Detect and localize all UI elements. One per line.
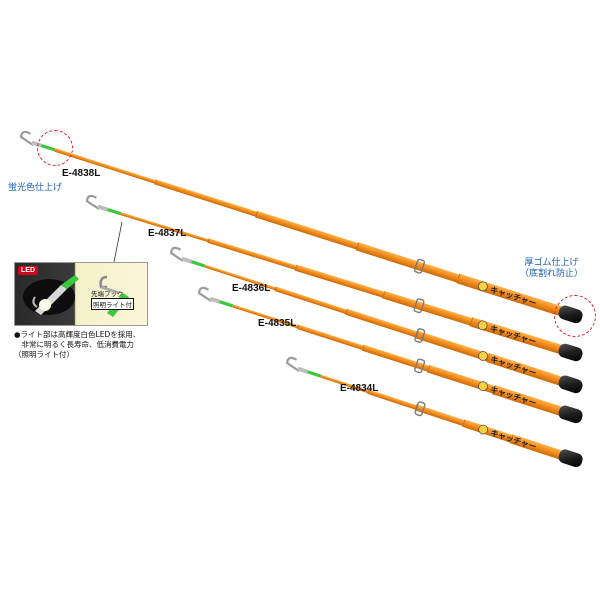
segment-joint [154, 179, 157, 185]
fluorescent-tip [218, 300, 234, 308]
hook-icon [19, 130, 34, 147]
telescopic-pole-e-4835l: キャッチャー [197, 286, 583, 424]
segment-joint [492, 385, 496, 395]
fluorescent-tip-note: 蛍光色仕上げ [8, 183, 63, 193]
pole-segment [120, 212, 210, 243]
rubber-cap-icon [558, 449, 583, 468]
segment-joint [296, 324, 300, 330]
rubber-cap-note: 厚ゴム仕上げ （底割れ防止） [520, 258, 583, 281]
pole-segment [154, 179, 259, 218]
feature-line-3: （照明ライト付） [14, 350, 74, 360]
brand-text: キャッチャー [489, 324, 537, 347]
hook-icon [169, 246, 184, 263]
fluorescent-tip [106, 208, 122, 216]
brand-logo-icon [478, 381, 488, 392]
pole-segment [356, 242, 461, 283]
pole-segment [207, 238, 298, 271]
segment-joint [355, 242, 360, 251]
brand-text: キャッチャー [489, 355, 537, 378]
pole-segment [486, 353, 562, 386]
segment-joint [367, 389, 370, 395]
segment-joint [486, 353, 491, 363]
rubber-cap-icon [558, 343, 583, 362]
hook-icon [197, 286, 212, 303]
brand-text: キャッチャー [489, 385, 537, 408]
feature-line-1: ●ライト部は高輝度白色LEDを採用、 [14, 330, 141, 339]
model-label-e4834l: E-4834L [340, 383, 379, 394]
pole-segment [54, 148, 158, 185]
pole-segment [415, 404, 466, 427]
segment-joint [509, 434, 514, 444]
pole-segment [492, 385, 562, 416]
fluorescent-tip [306, 370, 322, 378]
model-label-e4836l: E-4836L [232, 283, 271, 294]
metal-head [209, 296, 221, 304]
pole-segment [232, 304, 300, 329]
metal-head [97, 204, 109, 212]
segment-joint [415, 330, 419, 339]
segment-joint [345, 308, 348, 315]
pole-segment [416, 331, 491, 362]
lock-clamp [414, 258, 426, 274]
pole-segment [297, 324, 365, 351]
brand-logo-icon [478, 424, 488, 435]
model-label-e4835l: E-4835L [258, 318, 297, 329]
pole-segment [255, 210, 360, 250]
pole-segment [295, 264, 386, 299]
segment-joint [462, 419, 466, 427]
cap-highlight-circle [554, 295, 596, 337]
brand-logo-icon [477, 320, 488, 331]
feature-line-2: 非常に明るく長寿命、低消費電力 [14, 340, 134, 350]
brand-text: キャッチャー [489, 428, 537, 452]
hook-icon [285, 356, 300, 373]
brand-logo-icon [478, 351, 488, 361]
pole-segment [345, 308, 420, 339]
lock-clamp [414, 358, 426, 374]
pole-segment [204, 264, 278, 291]
rubber-cap-note-line2: （底割れ防止） [520, 269, 584, 280]
telescopic-pole-e-4837l: キャッチャー [85, 194, 583, 362]
segment-joint [382, 290, 386, 299]
brand-text: キャッチャー [489, 285, 537, 308]
model-label-e4838l: E-4838L [62, 168, 101, 179]
segment-joint [361, 344, 365, 351]
light-label: 照明ライト付 [91, 298, 134, 310]
pole-segment [362, 344, 431, 373]
pole-segment [470, 317, 562, 354]
segment-joint [469, 317, 474, 327]
lock-clamp [413, 298, 425, 314]
metal-head [181, 256, 193, 264]
segment-joint [207, 238, 210, 244]
segment-joint [274, 286, 277, 292]
pole-segment [367, 389, 418, 410]
rubber-cap-icon [558, 405, 583, 424]
segment-joint [427, 364, 431, 373]
pole-segment [510, 434, 562, 460]
metal-head [297, 366, 309, 374]
pole-segment [382, 291, 474, 326]
hook-label: 先端フック [91, 290, 124, 298]
fluorescent-tip [190, 260, 206, 268]
hook-icon [85, 194, 100, 211]
segment-joint [294, 264, 298, 271]
lock-clamp [414, 328, 426, 343]
rubber-cap-icon [558, 375, 583, 394]
led-detail-inset: LED 先端フック 照明ライト付 [14, 262, 148, 326]
pole-segment [462, 419, 514, 443]
segment-joint [255, 210, 258, 218]
feature-description: ●ライト部は高輝度白色LEDを採用、 非常に明るく長寿命、低消費電力 （照明ライ… [14, 330, 140, 360]
segment-joint [456, 273, 461, 284]
brand-logo-icon [478, 281, 488, 292]
tip-highlight-circle [37, 130, 73, 166]
led-badge: LED [18, 266, 38, 275]
model-label-e4837l: E-4837L [148, 228, 187, 239]
lock-clamp [414, 401, 426, 417]
rubber-cap-note-line1: 厚ゴム仕上げ [524, 258, 579, 268]
pole-segment [274, 286, 349, 315]
pole-segment [320, 374, 370, 394]
